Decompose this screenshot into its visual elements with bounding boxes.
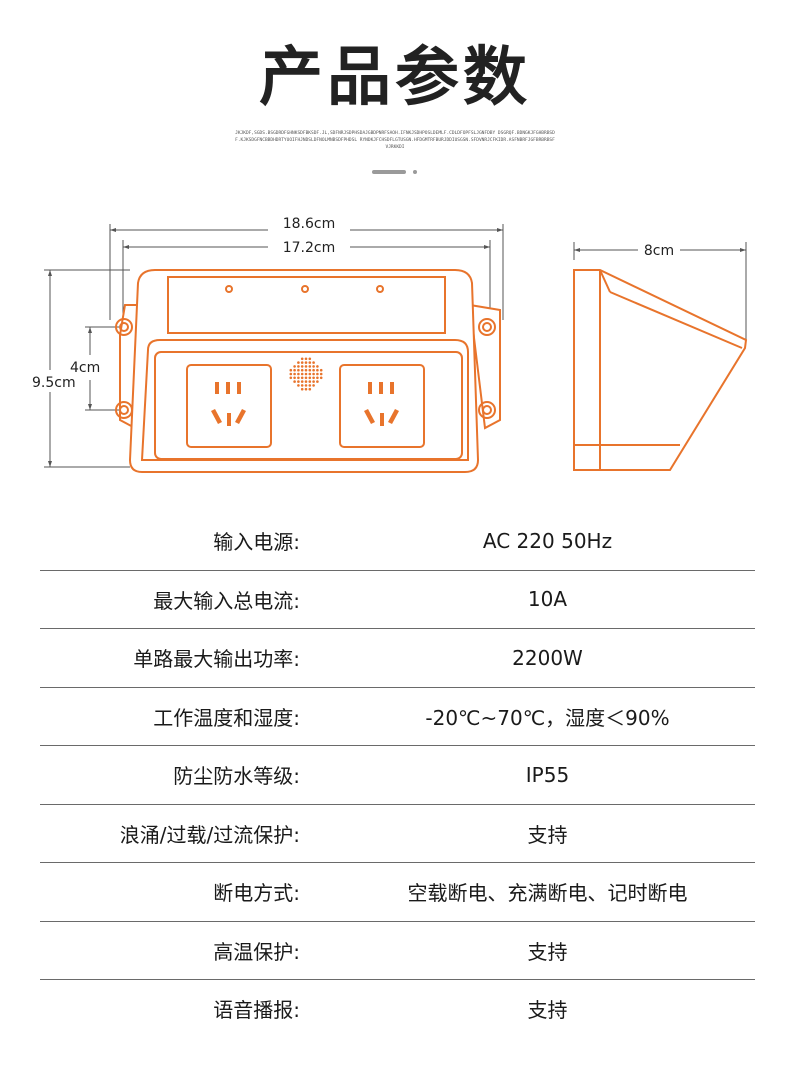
divider-dash xyxy=(372,170,406,174)
divider-dot xyxy=(413,170,417,174)
spec-table: 输入电源: AC 220 50Hz 最大输入总电流: 10A 单路最大输出功率: 2200… xyxy=(40,512,755,1038)
spec-value: 空载断电、充满断电、记时断电 xyxy=(407,881,688,906)
dim-width-outer: 18.6cm xyxy=(283,216,336,232)
spec-row: 工作温度和湿度: -20℃~70℃，湿度＜90% xyxy=(40,688,755,746)
dim-depth: 8cm xyxy=(644,243,674,259)
spec-row: 最大输入总电流: 10A xyxy=(40,571,755,629)
spec-label: 语音播报: xyxy=(213,998,300,1023)
spec-row: 断电方式: 空载断电、充满断电、记时断电 xyxy=(40,863,755,922)
side-view-diagram: 8cm xyxy=(573,242,748,471)
dim-height-outer: 9.5cm xyxy=(32,375,76,391)
spec-label: 最大输入总电流: xyxy=(153,588,300,613)
spec-value: -20℃~70℃，湿度＜90% xyxy=(425,705,670,730)
spec-value: 支持 xyxy=(527,822,568,847)
spec-row: 高温保护: 支持 xyxy=(40,922,755,980)
spec-value: 支持 xyxy=(527,998,568,1023)
spec-label: 断电方式: xyxy=(213,881,300,906)
spec-label: 单路最大输出功率: xyxy=(133,647,300,672)
spec-value: 2200W xyxy=(512,645,583,670)
spec-value: 支持 xyxy=(527,939,568,964)
device-front-body xyxy=(115,269,501,473)
spec-row: 浪涌/过载/过流保护: 支持 xyxy=(40,805,755,863)
device-side-body xyxy=(573,269,748,471)
spec-row: 语音播报: 支持 xyxy=(40,980,755,1038)
spec-value: AC 220 50Hz xyxy=(482,528,613,553)
speaker-grille xyxy=(289,357,323,391)
front-view-diagram: 18.6cm 17.2cm 9.5cm 4cm xyxy=(32,216,504,473)
spec-label: 高温保护: xyxy=(213,939,300,964)
page-subtitle: JKJKDF,SGDS.BSGDRDFGHNKSDFBKSDF.JL,SDFNR… xyxy=(235,131,555,150)
dim-height-inner: 4cm xyxy=(70,360,100,376)
spec-row: 单路最大输出功率: 2200W xyxy=(40,629,755,688)
spec-label: 输入电源: xyxy=(213,530,300,555)
spec-value: 10A xyxy=(527,587,568,612)
spec-row: 防尘防水等级: IP55 xyxy=(40,746,755,805)
spec-label: 浪涌/过载/过流保护: xyxy=(119,822,300,847)
page-title: 产品参数 xyxy=(259,41,531,115)
spec-row: 输入电源: AC 220 50Hz xyxy=(40,512,755,571)
spec-label: 工作温度和湿度: xyxy=(153,705,300,730)
dim-width-inner: 17.2cm xyxy=(283,240,336,256)
socket-pins xyxy=(211,382,399,426)
spec-label: 防尘防水等级: xyxy=(173,764,300,789)
spec-value: IP55 xyxy=(525,762,570,787)
